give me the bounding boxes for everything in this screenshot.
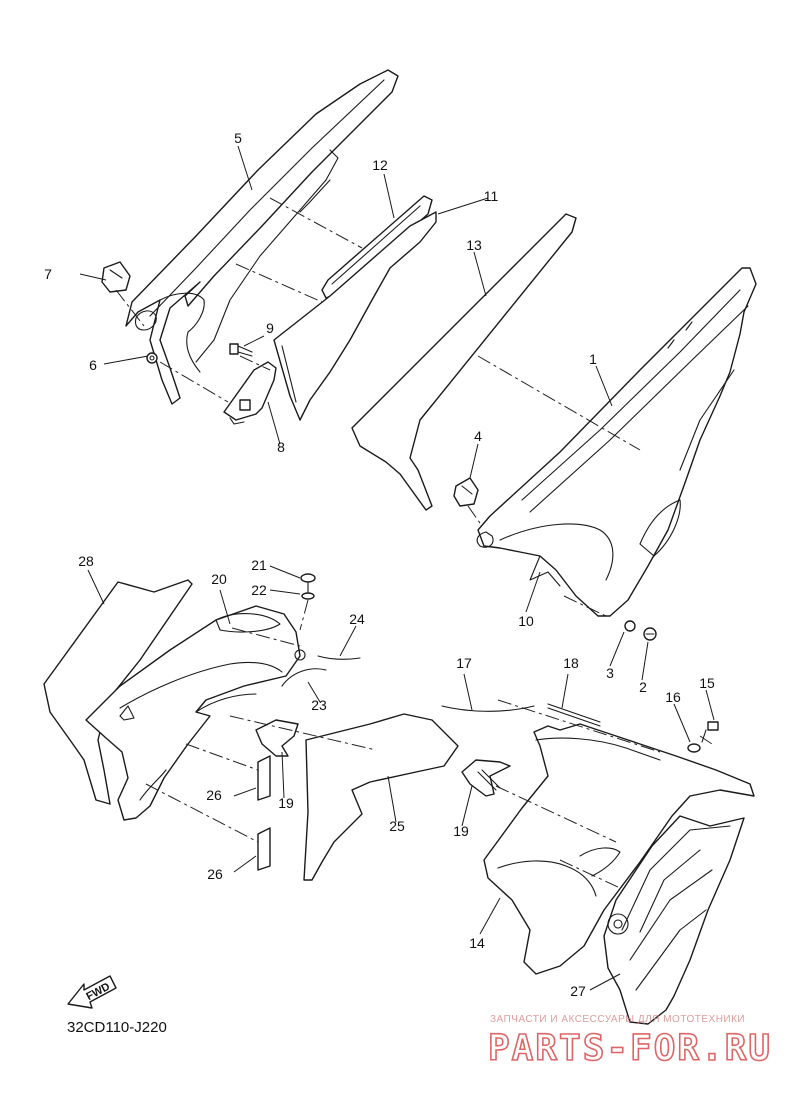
callout-5: 5 bbox=[234, 130, 242, 146]
assembly-line bbox=[145, 783, 259, 843]
callout-26-lower: 26 bbox=[207, 866, 223, 882]
assembly-line bbox=[231, 627, 301, 647]
assembly-line bbox=[563, 595, 607, 617]
callout-8: 8 bbox=[277, 439, 285, 455]
callout-24: 24 bbox=[349, 611, 365, 627]
callout-leaders bbox=[79, 145, 715, 991]
callout-1: 1 bbox=[589, 351, 597, 367]
part-11-side-panel[interactable] bbox=[273, 211, 437, 421]
callout-17: 17 bbox=[456, 655, 472, 671]
part-26-pad-lower[interactable] bbox=[257, 827, 271, 871]
assembly-line bbox=[159, 361, 229, 403]
callout-19-right: 19 bbox=[453, 823, 469, 839]
watermark: ЗАПЧАСТИ И АКСЕССУАРЫ ДЛЯ МОТОТЕХНИКИ PA… bbox=[487, 1014, 772, 1070]
part-21-screw[interactable] bbox=[300, 573, 316, 593]
part-24-trim-strip[interactable] bbox=[317, 655, 361, 660]
callout-28: 28 bbox=[78, 553, 94, 569]
assembly-line bbox=[269, 197, 363, 249]
forward-direction-arrow: FWD bbox=[67, 975, 117, 1009]
callout-9: 9 bbox=[266, 320, 274, 336]
callout-labels: 1 2 3 4 5 6 7 8 9 10 11 12 13 14 15 16 1… bbox=[44, 130, 715, 999]
callout-14: 14 bbox=[469, 935, 485, 951]
callout-12: 12 bbox=[372, 157, 388, 173]
callout-2: 2 bbox=[639, 679, 647, 695]
callout-27: 27 bbox=[570, 983, 586, 999]
assembly-line bbox=[299, 599, 309, 631]
watermark-brand: PARTS-FOR.RU bbox=[488, 1028, 772, 1069]
part-28-decal-sheet[interactable] bbox=[43, 579, 193, 805]
callout-20: 20 bbox=[211, 571, 227, 587]
assembly-line bbox=[699, 735, 713, 745]
callout-26-upper: 26 bbox=[206, 787, 222, 803]
assembly-line bbox=[497, 699, 661, 753]
part-23-trim-strip[interactable] bbox=[281, 668, 327, 687]
part-14-side-cowl[interactable] bbox=[483, 723, 755, 975]
part-19-damper-right[interactable] bbox=[461, 759, 511, 797]
assembly-line bbox=[477, 355, 641, 451]
callout-7: 7 bbox=[44, 266, 52, 282]
callout-13: 13 bbox=[466, 237, 482, 253]
part-13-protector-sheet[interactable] bbox=[351, 213, 577, 511]
callout-3: 3 bbox=[606, 665, 614, 681]
callout-10: 10 bbox=[518, 613, 534, 629]
part-22-grommet[interactable] bbox=[301, 592, 315, 600]
part-27-graphic-decal[interactable] bbox=[603, 815, 745, 1025]
part-18-trim-strip[interactable] bbox=[547, 703, 601, 727]
callout-18: 18 bbox=[563, 655, 579, 671]
part-5-side-rail-cover[interactable] bbox=[125, 69, 399, 405]
callout-15: 15 bbox=[699, 675, 715, 691]
assembly-line bbox=[235, 263, 323, 303]
part-9-screw[interactable] bbox=[229, 343, 253, 357]
callout-25: 25 bbox=[389, 818, 405, 834]
part-2-bolt[interactable] bbox=[643, 627, 657, 641]
callout-22: 22 bbox=[251, 582, 267, 598]
part-15-bolt[interactable] bbox=[701, 721, 719, 743]
part-1-main-side-cover[interactable] bbox=[476, 267, 757, 617]
watermark-tagline: ЗАПЧАСТИ И АКСЕССУАРЫ ДЛЯ МОТОТЕХНИКИ bbox=[490, 1014, 745, 1025]
callout-16: 16 bbox=[665, 689, 681, 705]
assembly-line bbox=[495, 785, 617, 843]
part-6-collar[interactable] bbox=[146, 352, 158, 364]
assembly-line bbox=[559, 859, 621, 889]
assembly-line bbox=[115, 289, 145, 327]
callout-19-left: 19 bbox=[278, 795, 294, 811]
assembly-line bbox=[185, 743, 259, 771]
part-7-clip-nut[interactable] bbox=[101, 261, 131, 293]
fwd-label: FWD bbox=[84, 981, 112, 1003]
callout-23: 23 bbox=[311, 697, 327, 713]
assembly-line bbox=[239, 355, 271, 371]
part-4-clip-nut[interactable] bbox=[453, 477, 479, 507]
part-20-front-cowl[interactable] bbox=[85, 605, 306, 821]
callout-4: 4 bbox=[474, 428, 482, 444]
part-8-mounting-bracket[interactable] bbox=[223, 361, 277, 425]
assembly-line bbox=[467, 505, 483, 527]
part-17-trim-strip[interactable] bbox=[441, 705, 535, 712]
part-26-pad-upper[interactable] bbox=[257, 755, 271, 801]
callout-21: 21 bbox=[251, 557, 267, 573]
part-19-damper-left[interactable] bbox=[255, 719, 299, 757]
callout-11: 11 bbox=[484, 188, 499, 204]
part-25-protector-sheet[interactable] bbox=[303, 713, 459, 881]
part-16-collar[interactable] bbox=[687, 743, 701, 753]
callout-6: 6 bbox=[89, 357, 97, 373]
part-3-washer[interactable] bbox=[624, 620, 636, 632]
diagram-code: 32CD110-J220 bbox=[67, 1019, 167, 1036]
